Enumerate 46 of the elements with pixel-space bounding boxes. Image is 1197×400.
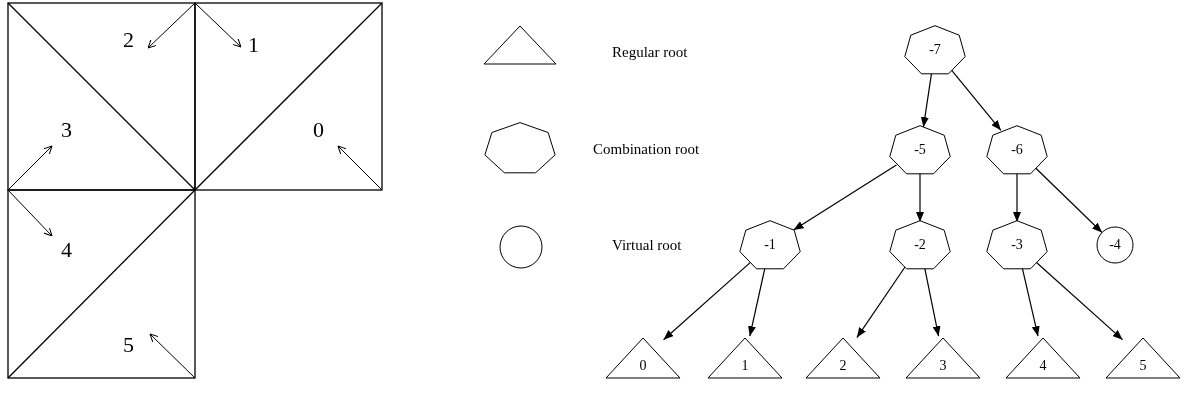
heptagon-node [739, 222, 801, 268]
triangle-node [708, 338, 782, 378]
triangle-number: 3 [61, 117, 72, 143]
node-label: -1 [764, 237, 776, 253]
node-label: 2 [839, 358, 847, 374]
node-label: -7 [929, 42, 941, 58]
triangle-node [1006, 338, 1080, 378]
triangle-number: 4 [61, 237, 72, 263]
circle-node [1097, 227, 1133, 263]
arrow [748, 267, 766, 337]
node-label: 4 [1039, 358, 1047, 374]
arrow [1036, 262, 1124, 341]
arrow [793, 164, 897, 231]
arrow [1035, 167, 1103, 234]
node-label: -6 [1011, 142, 1023, 158]
node-label: -2 [914, 237, 926, 253]
triangle-number: 2 [123, 27, 134, 53]
node-label: -5 [914, 142, 926, 158]
legend-label: Combination root [593, 141, 700, 158]
heptagon-node [889, 127, 951, 173]
triangle-number: 5 [123, 332, 134, 358]
arrow [920, 72, 933, 128]
arrow [1013, 172, 1021, 223]
node-label: -4 [1109, 237, 1121, 253]
arrow [1021, 267, 1040, 337]
node-label: -3 [1011, 237, 1023, 253]
heptagon-node [889, 222, 951, 268]
node-label: 1 [741, 358, 749, 374]
triangle-number: 1 [248, 32, 259, 58]
triangle-number: 0 [313, 117, 324, 143]
heptagon-node [986, 222, 1048, 268]
heptagon-node [986, 127, 1048, 173]
triangle-node [606, 338, 680, 378]
arrow [924, 267, 941, 337]
triangle-node [806, 338, 880, 378]
node-label: 3 [939, 358, 947, 374]
arrow [662, 262, 751, 341]
triangle-node [1106, 338, 1180, 378]
node-label: 5 [1139, 358, 1147, 374]
legend-label: Regular root [612, 44, 688, 61]
arrow [950, 69, 1002, 131]
triangle-node [906, 338, 980, 378]
legend-label: Virtual root [612, 237, 682, 254]
heptagon-node [904, 27, 966, 73]
arrow [916, 172, 924, 223]
node-label: 0 [639, 358, 647, 374]
